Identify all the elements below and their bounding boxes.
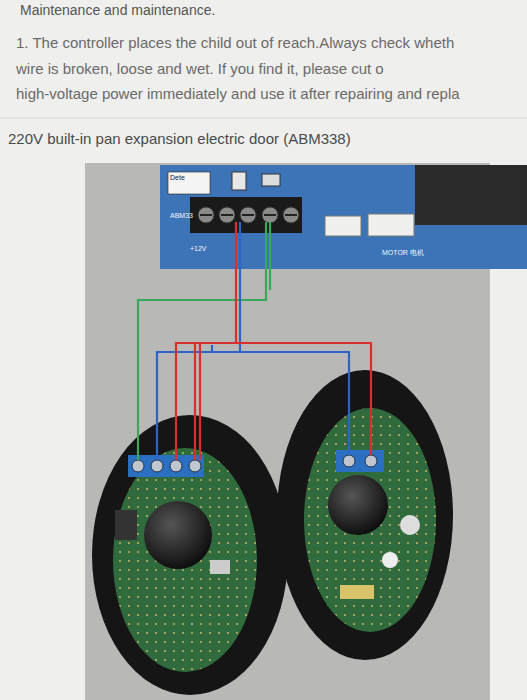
board-marking: MOTOR 电机 bbox=[382, 249, 424, 256]
note-line: wire is broken, loose and wet. If you fi… bbox=[16, 60, 384, 77]
terminal-block bbox=[190, 197, 302, 233]
board-marking: Dete bbox=[170, 174, 185, 181]
diagram-title: 220V built-in pan expansion electric doo… bbox=[8, 130, 351, 147]
control-board-labels: DeteABM33 +12V MOTOR 电机 bbox=[160, 165, 527, 269]
receiver-housing bbox=[92, 415, 288, 695]
board-marking: ABM33 bbox=[170, 212, 193, 219]
rule bbox=[0, 118, 527, 119]
sensor-terminal bbox=[128, 455, 204, 477]
transmitter-housing bbox=[277, 370, 453, 660]
control-board bbox=[160, 165, 527, 269]
section-heading: Maintenance and maintenance. bbox=[20, 2, 215, 18]
note-line: high-voltage power immediately and use i… bbox=[16, 85, 460, 102]
note-line: 1. The controller places the child out o… bbox=[16, 34, 454, 51]
wires bbox=[138, 222, 371, 460]
sensor-terminal bbox=[336, 450, 384, 472]
board-marking: +12V bbox=[190, 245, 207, 252]
